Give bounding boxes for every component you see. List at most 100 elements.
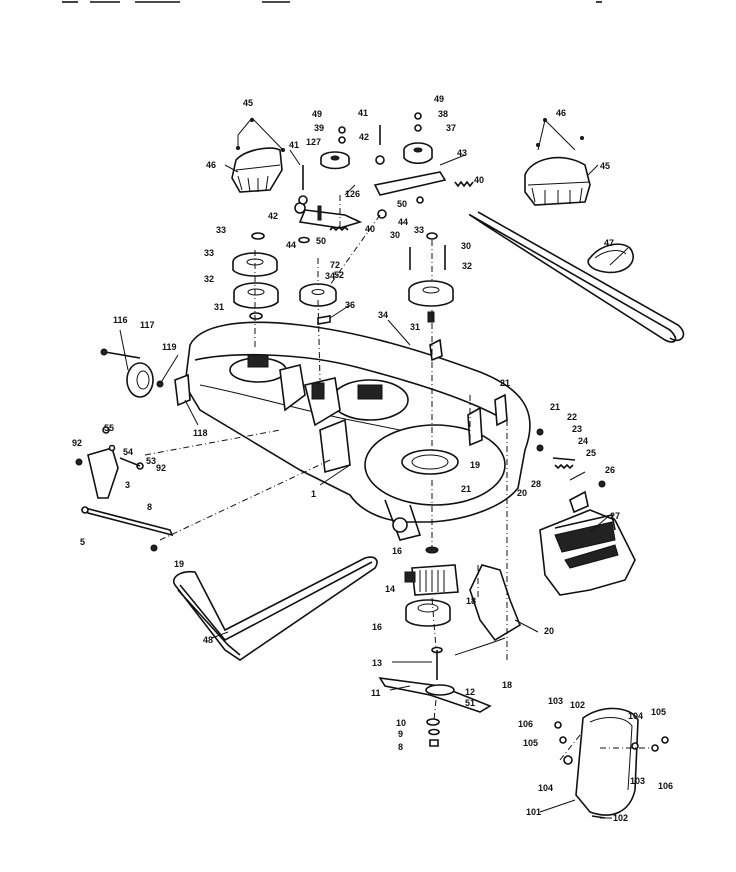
idler-assembly-center xyxy=(294,126,363,325)
callout-21-lower: 21 xyxy=(461,484,471,494)
callout-92-right: 92 xyxy=(156,463,166,473)
callout-72: 72 xyxy=(330,260,340,270)
callout-16-lower: 16 xyxy=(372,622,382,632)
callout-41-left: 41 xyxy=(289,140,299,150)
callout-leaders xyxy=(119,149,629,819)
callout-1: 1 xyxy=(311,489,316,499)
callout-45-right: 45 xyxy=(600,161,610,171)
callout-32-left: 32 xyxy=(204,274,214,284)
callout-50-right: 50 xyxy=(397,199,407,209)
callout-36: 36 xyxy=(345,300,355,310)
callout-54: 54 xyxy=(123,447,133,457)
shield-assembly xyxy=(554,707,669,819)
callout-9: 9 xyxy=(398,729,403,739)
callout-10: 10 xyxy=(396,718,406,728)
callout-26: 26 xyxy=(605,465,615,475)
callout-117: 117 xyxy=(140,320,155,330)
callout-49-left: 49 xyxy=(312,109,322,119)
callout-25: 25 xyxy=(586,448,596,458)
callout-92-left: 92 xyxy=(72,438,82,448)
callout-52: 52 xyxy=(334,270,344,280)
callout-18-lower: 18 xyxy=(502,680,512,690)
callout-11: 11 xyxy=(371,688,381,698)
callout-101: 101 xyxy=(526,807,541,817)
callout-28: 28 xyxy=(531,479,541,489)
callout-43: 43 xyxy=(457,148,467,158)
callout-12: 12 xyxy=(465,687,475,697)
callout-46-left: 46 xyxy=(206,160,216,170)
callout-55: 55 xyxy=(104,423,114,433)
callout-48: 48 xyxy=(203,635,213,645)
callout-103-top: 103 xyxy=(548,696,563,706)
deck-lift-linkage xyxy=(75,426,174,552)
discharge-chute xyxy=(454,428,636,656)
callout-105-left: 105 xyxy=(523,738,538,748)
callout-30-left: 30 xyxy=(390,230,400,240)
callout-106-right: 106 xyxy=(658,781,673,791)
belt-guard-right xyxy=(524,118,591,206)
callout-22: 22 xyxy=(567,412,577,422)
belt-guard-left xyxy=(231,117,285,193)
callout-8: 8 xyxy=(147,502,152,512)
callout-33-center: 33 xyxy=(204,248,214,258)
callout-45-left: 45 xyxy=(243,98,253,108)
callout-27: 27 xyxy=(610,511,620,521)
callout-118: 118 xyxy=(193,428,208,438)
callout-33-right: 33 xyxy=(414,225,424,235)
callout-127: 127 xyxy=(306,137,321,147)
callout-18-upper: 18 xyxy=(466,596,476,606)
callout-51: 51 xyxy=(465,698,475,708)
callout-21-top: 21 xyxy=(500,378,510,388)
callout-19-upper: 19 xyxy=(470,460,480,470)
gauge-wheel xyxy=(100,348,164,398)
callout-20-upper: 20 xyxy=(517,488,527,498)
callout-23: 23 xyxy=(572,424,582,434)
callout-34: 34 xyxy=(378,310,388,320)
mower-deck-housing xyxy=(174,321,531,541)
deck-belt-upper xyxy=(468,211,685,343)
callout-53: 53 xyxy=(146,456,156,466)
callout-37: 37 xyxy=(446,123,456,133)
callout-105-right: 105 xyxy=(651,707,666,717)
callout-19-lower: 19 xyxy=(174,559,184,569)
callout-46-right: 46 xyxy=(556,108,566,118)
callout-102-top: 102 xyxy=(570,700,585,710)
callout-104-right: 104 xyxy=(628,711,643,721)
callout-41-right: 41 xyxy=(358,108,368,118)
dashed-leader-lines xyxy=(144,195,650,761)
callout-116: 116 xyxy=(113,315,128,325)
drive-belt-lower xyxy=(173,556,378,661)
callout-5: 5 xyxy=(80,537,85,547)
callout-42-left: 42 xyxy=(268,211,278,221)
callout-102-bottom: 102 xyxy=(613,813,628,823)
callout-119: 119 xyxy=(162,342,177,352)
callout-49-right: 49 xyxy=(434,94,444,104)
callout-42-right: 42 xyxy=(359,132,369,142)
callout-47: 47 xyxy=(604,238,614,248)
callout-32-right: 32 xyxy=(462,261,472,271)
callout-38: 38 xyxy=(438,109,448,119)
callout-104-left: 104 xyxy=(538,783,553,793)
callout-16-upper: 16 xyxy=(392,546,402,556)
callout-40-center: 40 xyxy=(365,224,375,234)
callout-20-lower: 20 xyxy=(544,626,554,636)
callout-50-left: 50 xyxy=(316,236,326,246)
callout-24: 24 xyxy=(578,436,588,446)
callout-3: 3 xyxy=(125,480,130,490)
callout-labels: 45 46 46 45 49 39 127 41 41 42 49 38 37 … xyxy=(72,94,673,823)
idler-assembly-right xyxy=(373,112,474,362)
callout-8-lower: 8 xyxy=(398,742,403,752)
callout-31-left: 31 xyxy=(214,302,224,312)
callout-40-right: 40 xyxy=(474,175,484,185)
callout-103-right: 103 xyxy=(630,776,645,786)
callout-35: 34 xyxy=(325,271,335,281)
callout-44-left: 44 xyxy=(286,240,296,250)
callout-13: 13 xyxy=(372,658,382,668)
blade-spindle-assembly xyxy=(378,546,492,747)
callout-30-right: 30 xyxy=(461,241,471,251)
callout-126: 126 xyxy=(345,189,360,199)
callout-39: 39 xyxy=(314,123,324,133)
callout-106-left: 106 xyxy=(518,719,533,729)
